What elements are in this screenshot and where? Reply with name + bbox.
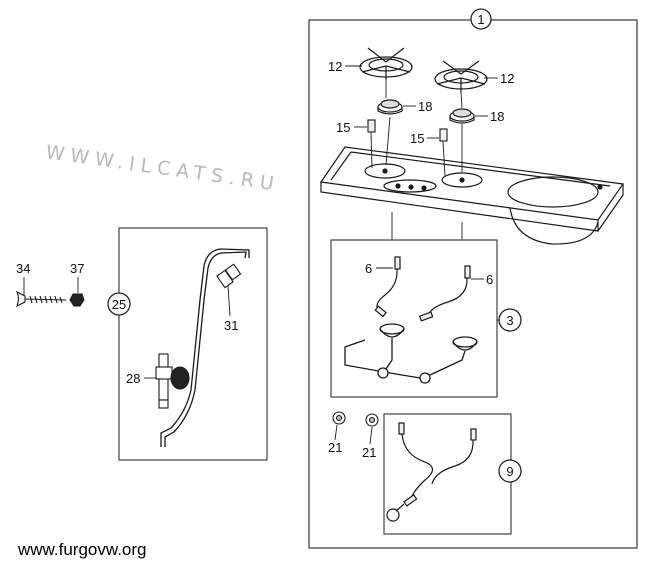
label-leaders — [345, 65, 498, 139]
label-18-left: 18 — [418, 99, 432, 114]
label-28: 28 — [126, 371, 140, 386]
subassembly-frame-25 — [118, 227, 268, 461]
label-21-right: 21 — [362, 445, 376, 460]
label-12-right: 12 — [500, 71, 514, 86]
callout-3[interactable]: 3 — [498, 308, 522, 332]
screw-34[interactable] — [15, 290, 67, 308]
label-31: 31 — [224, 318, 238, 333]
label-34: 34 — [16, 261, 30, 276]
gas-pipe-assembly[interactable] — [344, 323, 478, 384]
electrode-left[interactable] — [367, 119, 376, 133]
pan-support-left[interactable] — [359, 47, 413, 80]
label-12-left: 12 — [328, 59, 342, 74]
callout-9-label: 9 — [506, 464, 513, 479]
nut-21-right[interactable] — [365, 413, 379, 427]
hob-sink-unit[interactable] — [319, 146, 625, 245]
label-21-right-leader — [369, 426, 373, 445]
gas-tap-28[interactable] — [155, 353, 190, 409]
nut-21-left[interactable] — [332, 411, 346, 425]
burner-cap-right[interactable] — [449, 108, 475, 124]
footer-url[interactable]: www.furgovw.org — [17, 540, 147, 559]
label-15-left: 15 — [336, 120, 350, 135]
watermark: WWW.ILCATS.RU — [44, 141, 281, 196]
callout-9[interactable]: 9 — [498, 459, 522, 483]
label-6-right: 6 — [486, 272, 493, 287]
ignition-lead[interactable] — [386, 422, 477, 522]
label-37: 37 — [70, 261, 84, 276]
assembly-frame-1 — [308, 19, 638, 549]
gas-supply-pipe[interactable] — [160, 248, 250, 447]
label-21-left: 21 — [328, 440, 342, 455]
label-15-right: 15 — [410, 131, 424, 146]
callout-1[interactable]: 1 — [470, 8, 492, 30]
burner-cap-left[interactable] — [377, 99, 403, 115]
pan-support-right[interactable] — [434, 60, 488, 92]
callout-25[interactable]: 25 — [107, 292, 131, 316]
callout-1-label: 1 — [477, 12, 484, 27]
thermocouple-right[interactable] — [418, 265, 471, 322]
callout-3-label: 3 — [506, 313, 513, 328]
assembly-leader-lines — [370, 80, 463, 240]
subassembly-frame-3 — [330, 239, 498, 398]
electrode-right[interactable] — [439, 128, 448, 142]
label-31-leader — [227, 285, 231, 317]
label-6-left: 6 — [365, 261, 372, 276]
callout-25-label: 25 — [112, 297, 126, 312]
nut-37[interactable] — [69, 293, 85, 307]
label-18-right: 18 — [490, 109, 504, 124]
label-21-left-leader — [334, 424, 338, 441]
thermocouple-left[interactable] — [374, 256, 401, 318]
pipe-fitting-31[interactable] — [216, 263, 242, 289]
